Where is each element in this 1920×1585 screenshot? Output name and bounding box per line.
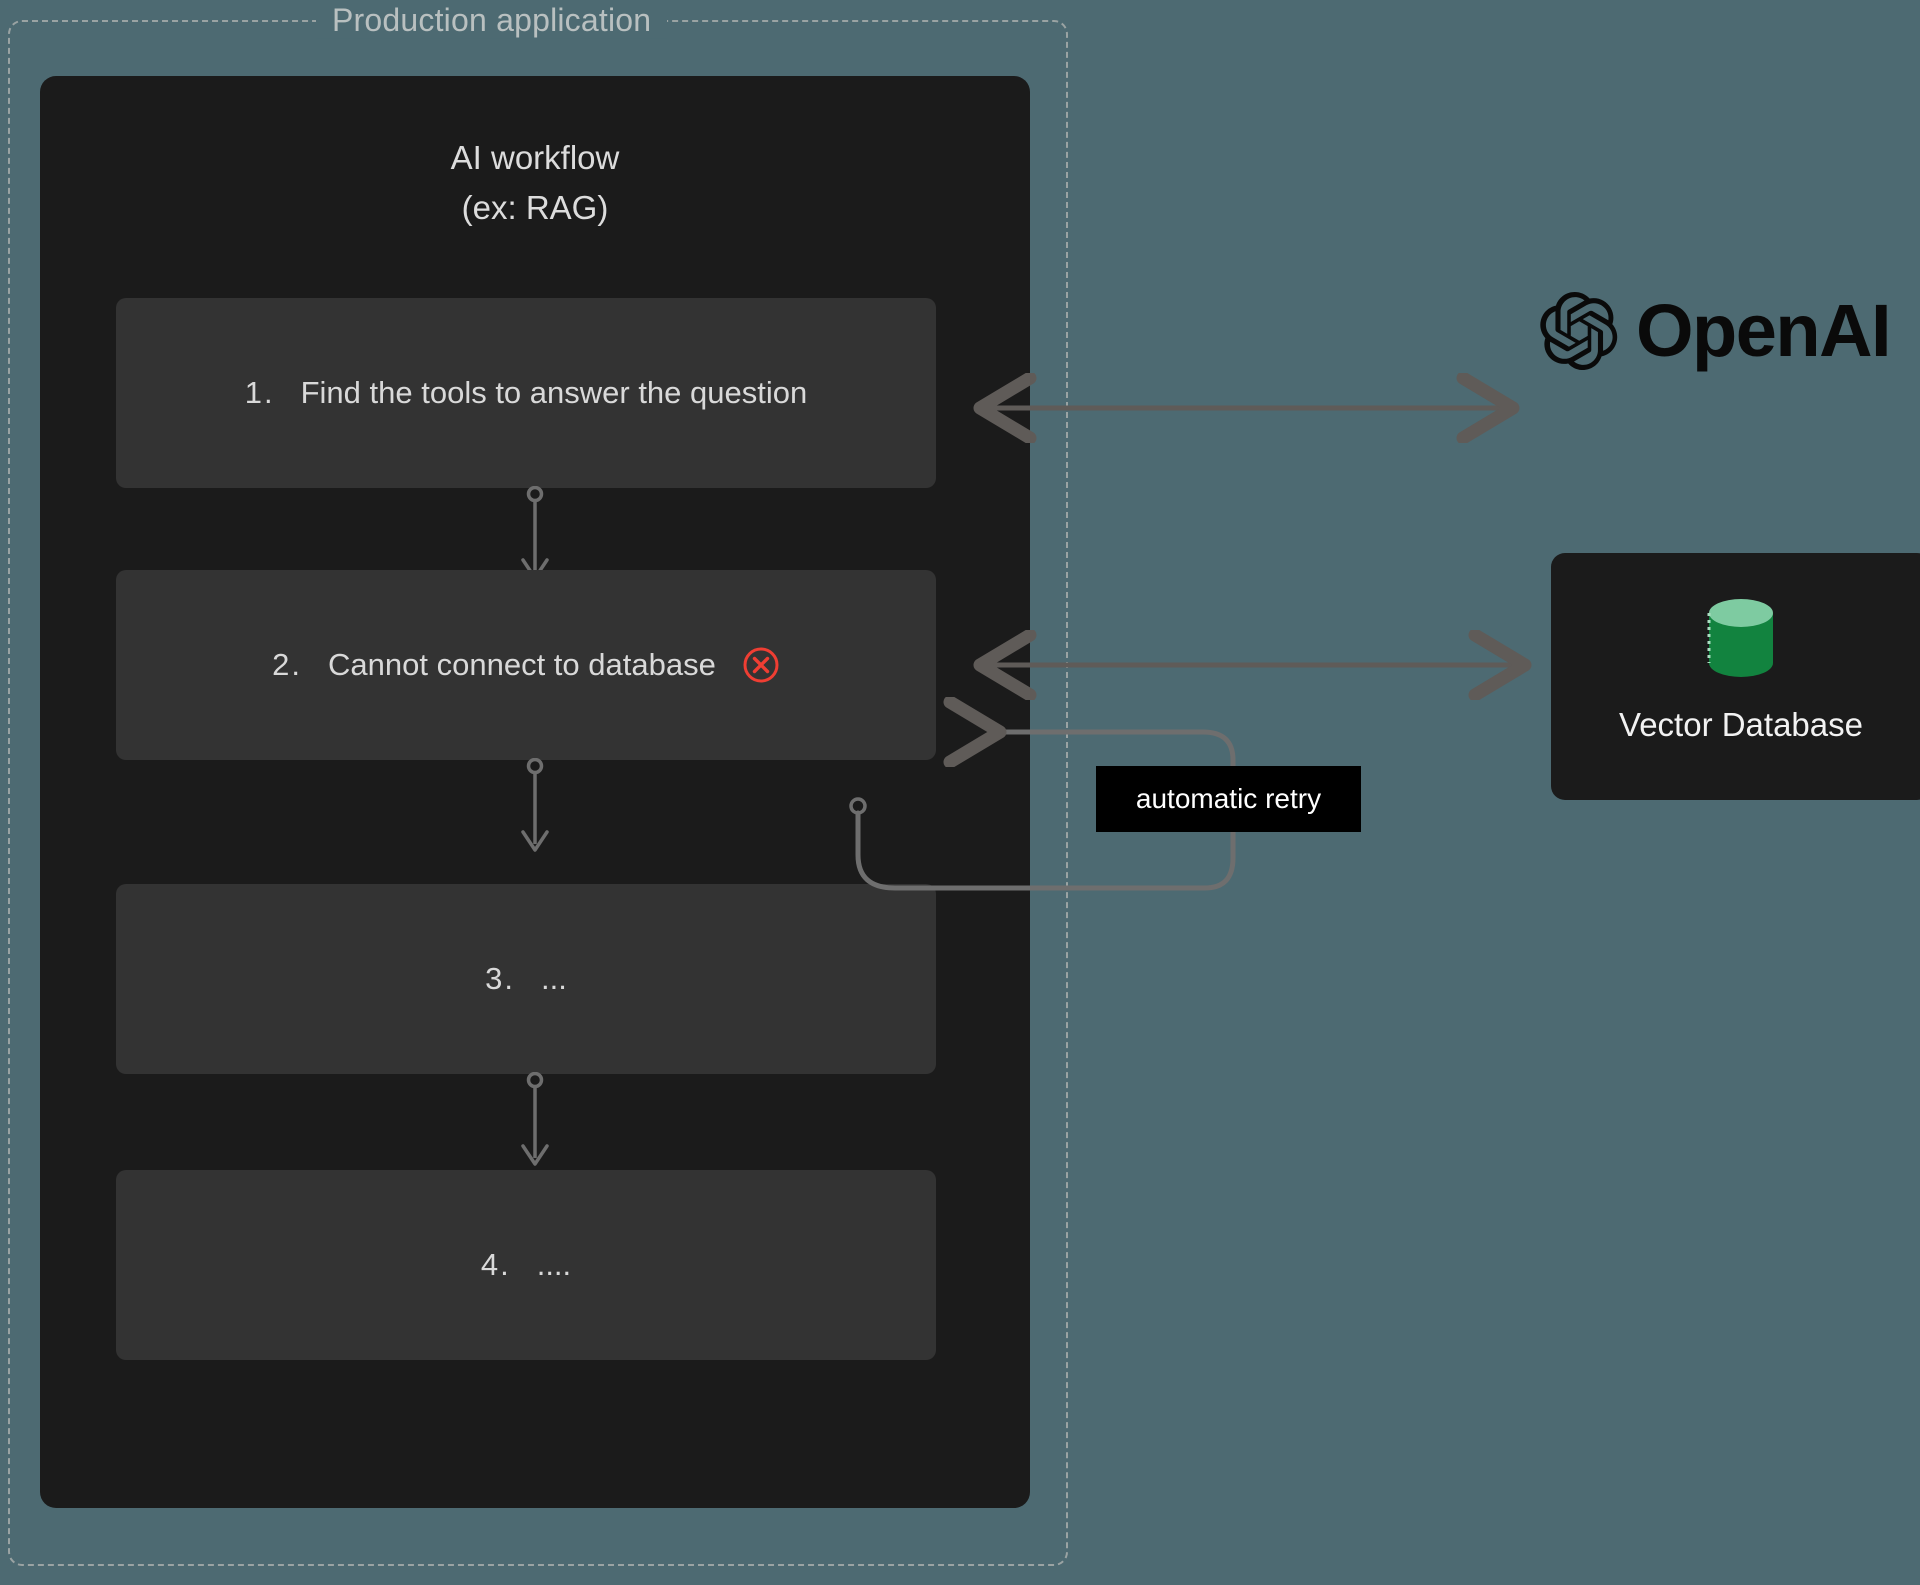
database-cylinder-icon: [1551, 597, 1920, 681]
arrow-down-icon: [521, 757, 549, 852]
connector-step3-step4: [515, 1071, 555, 1172]
ai-workflow-title: AI workflow (ex: RAG): [450, 139, 620, 226]
step-2-number: 2.: [272, 647, 303, 682]
openai-knot-icon: [1540, 292, 1618, 370]
openai-service: OpenAI: [1540, 289, 1892, 372]
arrow-down-icon: [521, 1071, 549, 1166]
error-circle-x-icon: [742, 646, 780, 684]
workflow-step-1[interactable]: 1. Find the tools to answer the question: [116, 298, 936, 488]
step-4-number: 4.: [480, 1247, 511, 1282]
step-2-label: Cannot connect to database: [328, 647, 716, 682]
step-1-label: Find the tools to answer the question: [300, 375, 808, 410]
step-1-number: 1.: [244, 375, 275, 410]
vector-database-label: Vector Database: [1619, 706, 1863, 743]
step-4-label: ....: [536, 1247, 572, 1282]
ai-workflow-panel: AI workflow (ex: RAG) 1. Find the tools …: [40, 76, 1030, 1508]
automatic-retry-label: automatic retry: [1096, 766, 1361, 832]
step-3-number: 3.: [485, 961, 515, 996]
production-application-label: Production application: [316, 1, 668, 39]
step-3-label: ...: [541, 961, 567, 996]
openai-wordmark: OpenAI: [1636, 289, 1892, 372]
workflow-step-2[interactable]: 2. Cannot connect to database: [116, 570, 936, 760]
connector-step2-step3: [515, 757, 555, 858]
workflow-step-4[interactable]: 4. ....: [116, 1170, 936, 1360]
workflow-step-3[interactable]: 3. ...: [116, 884, 936, 1074]
vector-database-card: Vector Database: [1551, 553, 1920, 800]
